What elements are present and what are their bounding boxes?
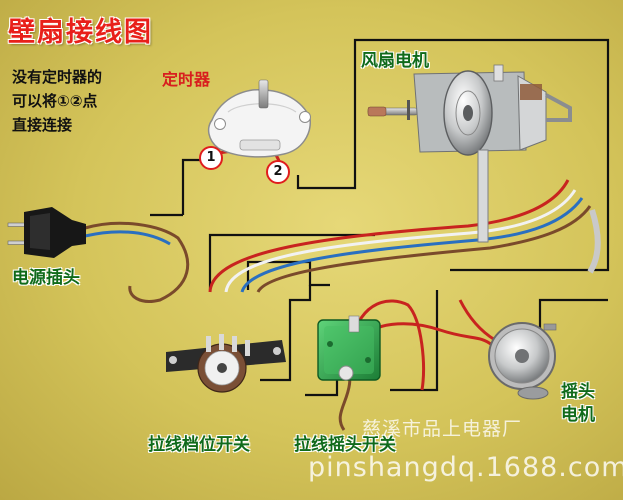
note-line-2: 可以将①②点 — [12, 92, 98, 110]
oscillation-motor-label-line-1: 摇头 — [561, 382, 595, 402]
watermark-url: pinshangdq.1688.com — [308, 452, 623, 483]
oscillation-switch-icon — [317, 315, 381, 381]
point-2-marker: 2 — [266, 160, 290, 184]
power-cord — [84, 221, 190, 303]
point-1-marker: 1 — [199, 146, 223, 170]
oscillation-motor-label-line-2: 电机 — [561, 405, 595, 425]
note-line-3: 直接连接 — [12, 116, 73, 134]
speed-switch-icon — [166, 334, 286, 393]
timer-icon — [207, 79, 311, 158]
watermark-shop-name: 慈溪市品上电器厂 — [362, 418, 523, 440]
motor-wires — [208, 179, 601, 293]
note-line-1: 没有定时器的 — [12, 68, 103, 86]
plug-icon — [7, 207, 86, 258]
fan-motor-label: 风扇电机 — [361, 51, 429, 71]
power-plug-label: 电源插头 — [12, 268, 80, 288]
timer-label: 定时器 — [162, 70, 211, 89]
fan-motor-icon — [367, 64, 572, 243]
oscillation-switch-label: 拉线摇头开关 — [294, 435, 396, 455]
page-title: 壁扇接线图 — [8, 17, 153, 48]
speed-switch-label: 拉线档位开关 — [148, 435, 250, 455]
circuit-lines — [150, 38, 610, 397]
oscillation-motor-icon — [488, 322, 557, 400]
